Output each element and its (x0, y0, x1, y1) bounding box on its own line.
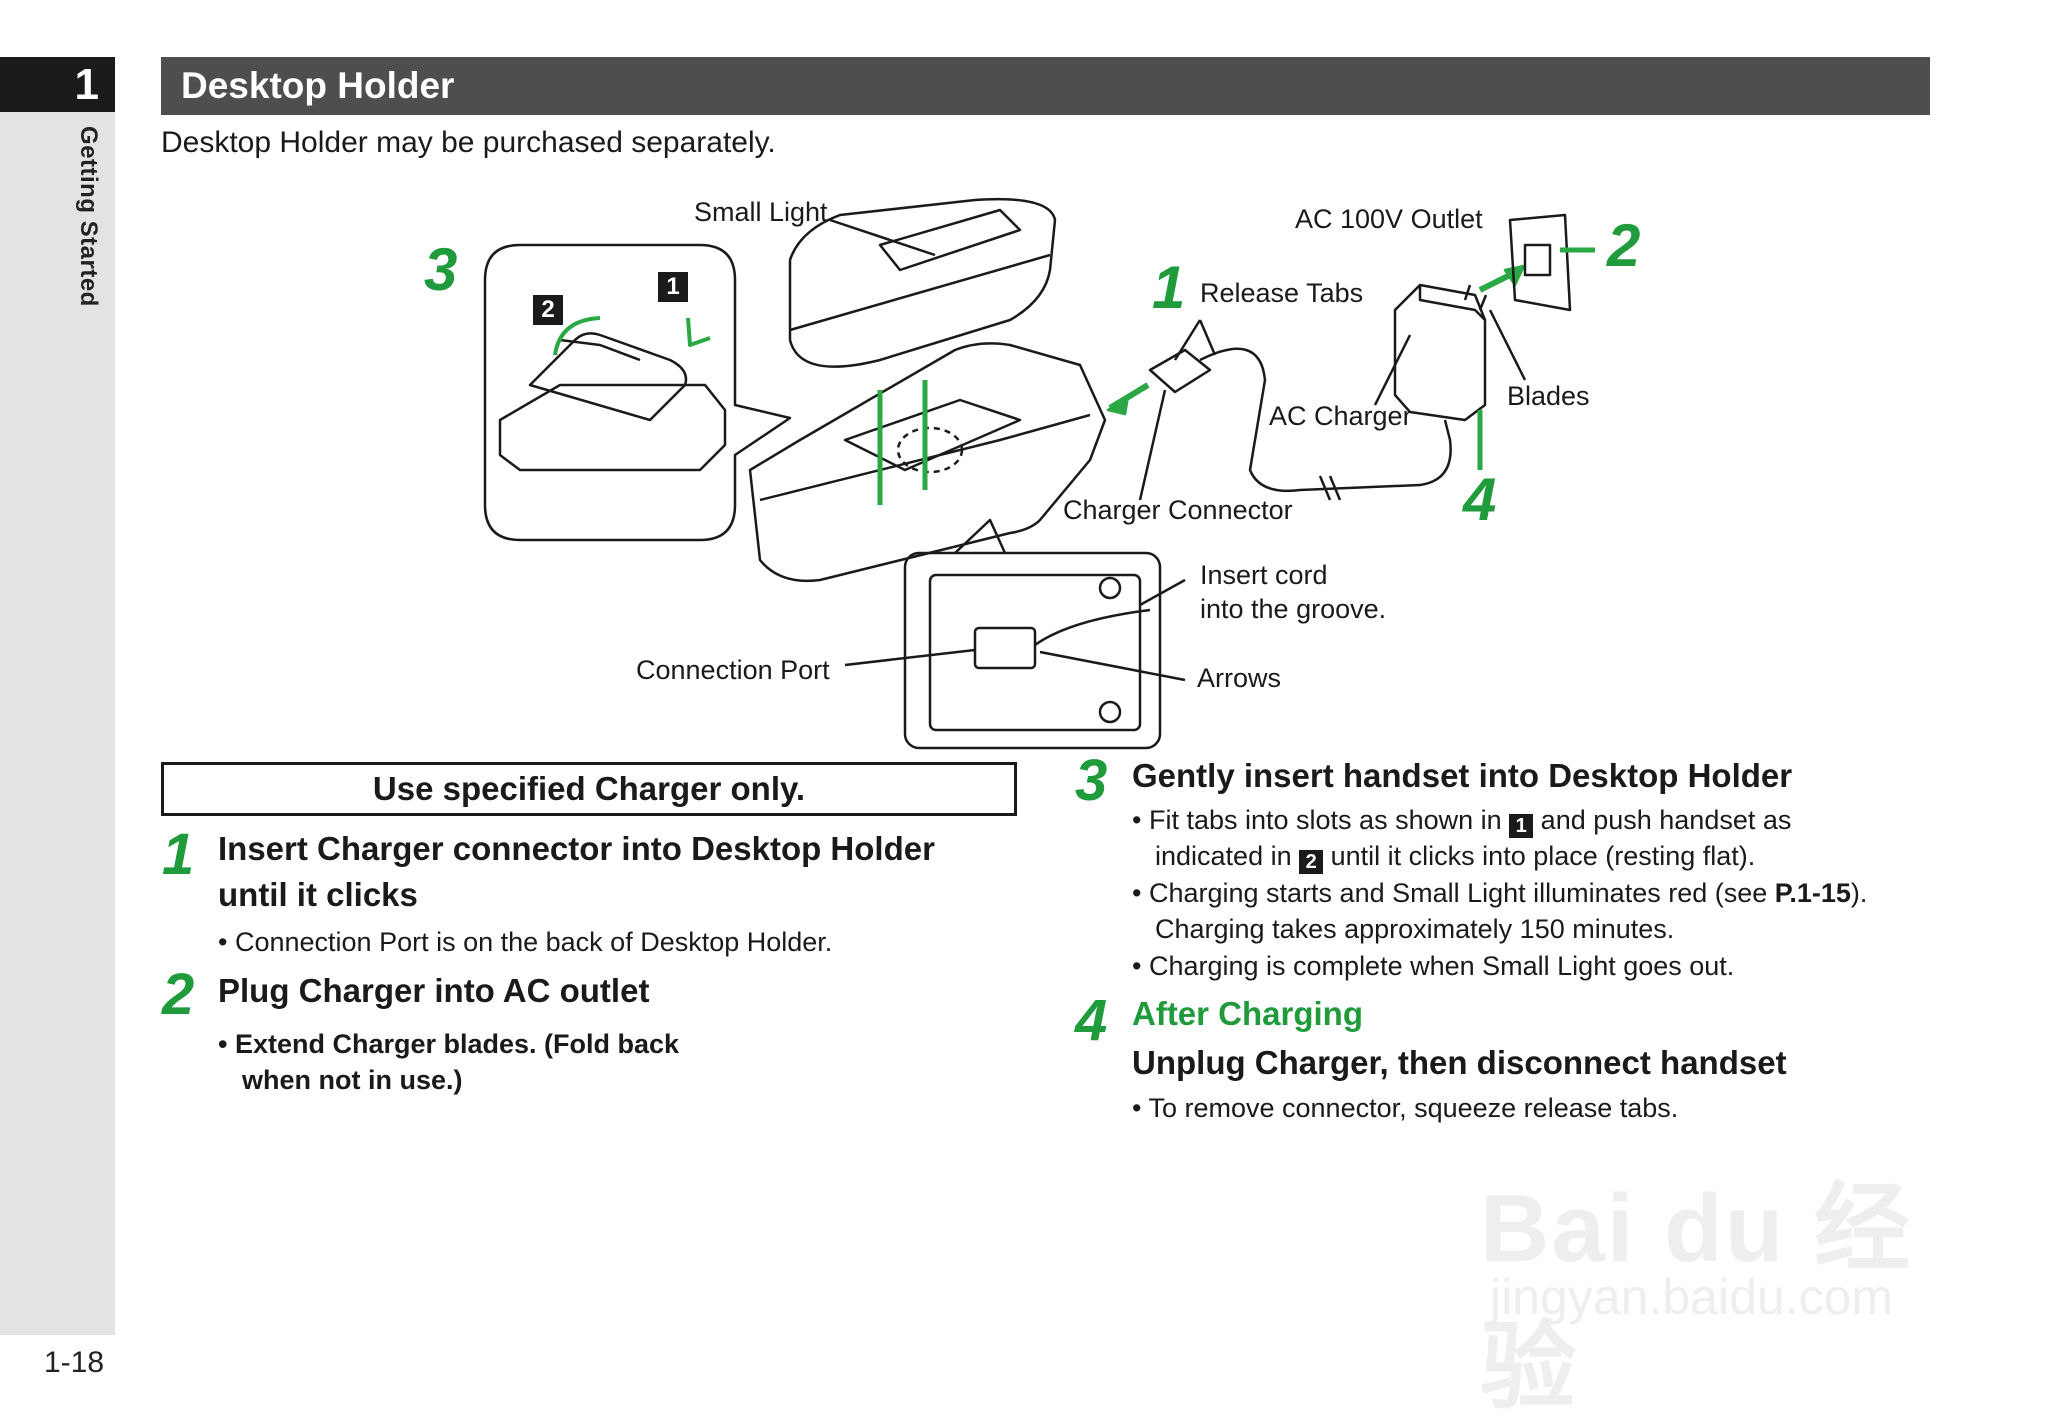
label-insert-cord: Insert cord into the groove. (1200, 558, 1386, 626)
step-1-title-line2: until it clicks (218, 876, 418, 913)
step-3-b1-text-4: until it clicks into place (resting flat… (1330, 841, 1756, 871)
page-reference-link[interactable]: P.1-15 (1774, 878, 1851, 908)
label-arrows: Arrows (1197, 663, 1282, 693)
step-3-bullet-3: • Charging is complete when Small Light … (1132, 951, 1735, 981)
inset-bubble (483, 243, 792, 542)
inline-key-1: 1 (1509, 814, 1534, 838)
chapter-number: 1 (0, 57, 115, 112)
step-4-number: 4 (1075, 988, 1108, 1053)
watermark-brand: Bai du 经验 (1480, 1175, 1913, 1421)
callout-1: 1 (1152, 254, 1186, 321)
label-release-tabs: Release Tabs (1200, 278, 1364, 308)
label-blades: Blades (1507, 381, 1590, 411)
key-1-badge: 1 (658, 272, 688, 302)
intro-text: Desktop Holder may be purchased separate… (161, 126, 776, 159)
callout-4: 4 (1463, 466, 1497, 533)
step-3-number: 3 (1075, 748, 1108, 813)
wall-outlet-illustration (1508, 213, 1572, 312)
baidu-watermark-logo: Bai du 经验 jingyan.baidu.com (1480, 1150, 1960, 1421)
step-2-title: Plug Charger into AC outlet (218, 972, 650, 1009)
inset-cradle (498, 383, 727, 472)
step-3-b2-text-1: Charging starts and Small Light illumina… (1148, 878, 1768, 908)
ac-charger-illustration (1393, 283, 1487, 422)
step-4-green-title: After Charging (1132, 995, 1363, 1032)
key-2-badge: 2 (533, 295, 563, 325)
step-1-bullet: • Connection Port is on the back of Desk… (218, 927, 833, 957)
chapter-label: Getting Started (75, 126, 102, 307)
step-2-bullet-line2: when not in use.) (242, 1065, 463, 1095)
callout-2: 2 (1607, 212, 1641, 279)
step-3-b2-line2: Charging takes approximately 150 minutes… (1155, 914, 1675, 944)
charger-connector-illustration (1148, 348, 1212, 394)
label-ac-charger: AC Charger (1269, 401, 1412, 431)
step-3-title: Gently insert handset into Desktop Holde… (1132, 757, 1793, 794)
step-1-title: Insert Charger connector into Desktop Ho… (218, 826, 935, 918)
label-charger-connector: Charger Connector (1063, 495, 1293, 525)
step-3-bullet-1: • Fit tabs into slots as shown in 1 and … (1132, 805, 1792, 874)
step-3-b3-text: Charging is complete when Small Light go… (1148, 951, 1735, 981)
handset-illustration (788, 197, 1057, 368)
section-title-bar: Desktop Holder (161, 57, 1930, 115)
desktop-holder-diagram (483, 197, 1595, 750)
step-4-bullet-text: To remove connector, squeeze release tab… (1148, 1093, 1679, 1123)
warning-text: Use specified Charger only. (372, 770, 806, 807)
step-2-bullet-line1: Extend Charger blades. (Fold back (234, 1029, 680, 1059)
step-4-bullet: • To remove connector, squeeze release t… (1132, 1093, 1679, 1123)
step-3-b1-text-3: indicated in (1155, 841, 1292, 871)
step-3-bullet-2: • Charging starts and Small Light illumi… (1132, 875, 1867, 947)
step-1-title-line1: Insert Charger connector into Desktop Ho… (218, 830, 935, 867)
label-insert-cord-line1: Insert cord (1200, 560, 1328, 590)
step-3-b1-text-1: Fit tabs into slots as shown in (1148, 805, 1502, 835)
step-2-bullet: • Extend Charger blades. (Fold back when… (218, 1026, 679, 1098)
label-connection-port: Connection Port (636, 655, 830, 685)
step-2-number: 2 (162, 962, 195, 1027)
holder-illustration (748, 342, 1107, 582)
label-insert-cord-line2: into the groove. (1200, 594, 1387, 624)
label-ac-outlet: AC 100V Outlet (1295, 204, 1483, 234)
label-small-light: Small Light (694, 197, 828, 227)
step-3-b1-text-2: and push handset as (1540, 805, 1792, 835)
warning-box: Use specified Charger only. (161, 762, 1017, 816)
step-4-title: Unplug Charger, then disconnect handset (1132, 1044, 1787, 1081)
step-1-bullet-text: Connection Port is on the back of Deskto… (234, 927, 833, 957)
connection-detail-box (903, 551, 1162, 750)
section-title: Desktop Holder (181, 65, 455, 106)
watermark-url: jingyan.baidu.com (1490, 1269, 1894, 1325)
inline-key-2: 2 (1299, 850, 1324, 874)
chapter-sidebar (0, 57, 115, 1335)
step-1-number: 1 (162, 822, 195, 887)
callout-3: 3 (424, 236, 458, 303)
step-3-b2-text-2: ). (1850, 878, 1868, 908)
page-number: 1-18 (44, 1346, 105, 1379)
